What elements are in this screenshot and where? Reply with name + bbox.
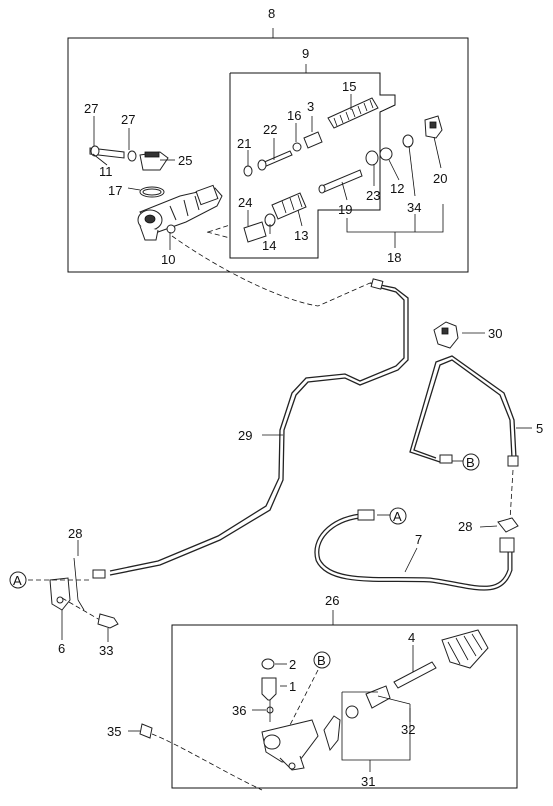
callout-a-hose-label: A	[393, 509, 402, 524]
label-30: 30	[488, 326, 502, 341]
label-23: 23	[366, 188, 380, 203]
release-cylinder-group	[128, 610, 518, 791]
label-8: 8	[268, 6, 275, 21]
label-13: 13	[294, 228, 308, 243]
label-3: 3	[307, 99, 314, 114]
callout-a-bracket	[9, 571, 27, 589]
label-28-right: 28	[458, 519, 472, 534]
callout-a-bracket-label: A	[13, 573, 22, 588]
label-26: 26	[325, 593, 339, 608]
master-cylinder-box	[67, 37, 469, 273]
label-11: 11	[99, 164, 113, 179]
label-12: 12	[390, 181, 404, 196]
callout-a-hose	[389, 507, 407, 525]
label-2: 2	[289, 657, 296, 672]
label-32: 32	[401, 722, 415, 737]
pipe-5	[409, 355, 532, 521]
master-cylinder-group	[67, 28, 469, 273]
label-27-right: 27	[121, 112, 135, 127]
label-33: 33	[99, 643, 113, 658]
label-31: 31	[361, 774, 375, 789]
label-9: 9	[302, 46, 309, 61]
release-cylinder-box	[171, 624, 518, 789]
internal-parts	[206, 97, 443, 243]
label-25: 25	[178, 153, 192, 168]
label-4: 4	[408, 630, 415, 645]
reservoir-hose-parts	[89, 145, 169, 198]
label-16: 16	[287, 108, 301, 123]
pipe-29	[92, 235, 409, 579]
repair-kit-box	[229, 72, 396, 259]
label-21: 21	[237, 136, 251, 151]
callout-b-upper	[462, 453, 480, 471]
label-14: 14	[262, 238, 276, 253]
callout-b-lower	[313, 651, 331, 669]
label-24: 24	[238, 195, 252, 210]
master-cylinder-body	[137, 184, 231, 241]
label-19: 19	[338, 202, 352, 217]
label-29: 29	[238, 428, 252, 443]
callout-b-lower-label: B	[317, 653, 326, 668]
label-7: 7	[415, 532, 422, 547]
clip-30	[433, 321, 485, 349]
label-20: 20	[433, 171, 447, 186]
label-34: 34	[407, 200, 421, 215]
label-35: 35	[107, 724, 121, 739]
label-36: 36	[232, 703, 246, 718]
label-17: 17	[108, 183, 122, 198]
upper-leaders	[92, 94, 444, 250]
label-15: 15	[342, 79, 356, 94]
label-1: 1	[289, 679, 296, 694]
label-27-left: 27	[84, 101, 98, 116]
callout-b-upper-label: B	[466, 455, 475, 470]
label-6: 6	[58, 641, 65, 656]
label-18: 18	[387, 250, 401, 265]
label-5: 5	[536, 421, 543, 436]
label-10: 10	[161, 252, 175, 267]
label-22: 22	[263, 122, 277, 137]
bracket-6	[9, 540, 119, 642]
label-28-left: 28	[68, 526, 82, 541]
hose-7	[314, 507, 519, 591]
